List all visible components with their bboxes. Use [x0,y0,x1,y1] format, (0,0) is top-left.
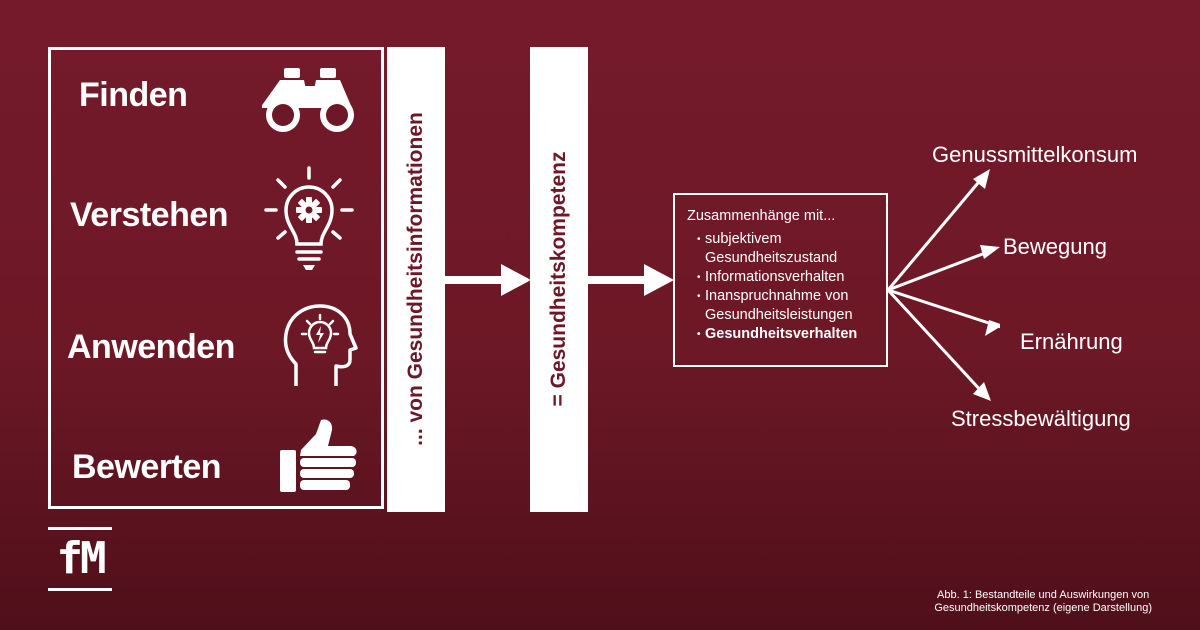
step-label-verstehen: Verstehen [70,196,229,234]
associations-item: subjektivem Gesundheitszustand [697,230,876,268]
associations-heading: Zusammenhänge mit... [687,208,836,224]
outcome-ernaehrung: Ernährung [1020,329,1123,354]
associations-list: subjektivem Gesundheitszustand Informati… [687,230,876,344]
associations-item: Informationsverhalten [697,268,876,287]
arrowhead-icon [973,382,991,401]
information-bar-label: ... von Gesundheitsinformationen [404,112,427,446]
outcome-stressbewaeltigung: Stressbewältigung [951,406,1131,431]
binoculars-icon [262,68,354,132]
outcome-bewegung: Bewegung [1003,234,1107,259]
figure-caption-line: Abb. 1: Bestandteile und Auswirkungen vo… [937,589,1150,601]
associations-item-highlighted: Gesundheitsverhalten [697,325,876,344]
arrowhead-icon [985,320,1000,336]
competence-bar-label: = Gesundheitskompetenz [547,151,570,407]
step-label-finden: Finden [79,76,188,114]
outcome-arrows [886,169,1000,401]
arrow-to-competence [445,264,531,296]
arrowhead-icon [973,169,990,189]
thumbs-up-icon [280,419,357,492]
step-label-bewerten: Bewerten [72,448,222,486]
associations-box: Zusammenhänge mit... subjektivem Gesundh… [673,193,888,367]
fm-logo: fM [48,527,112,591]
information-bar [387,47,445,512]
lightbulb-gear-icon [264,166,354,270]
step-label-anwenden: Anwenden [67,328,235,366]
figure-caption: Abb. 1: Bestandteile und Auswirkungen vo… [934,589,1152,615]
steps-frame [48,47,384,509]
fm-logo-text: fM [56,533,107,584]
arrow-to-associations [588,264,674,296]
head-lightbulb-icon [283,304,358,386]
competence-bar [530,47,588,512]
outcome-genussmittelkonsum: Genussmittelkonsum [932,142,1138,167]
figure-caption-line: Gesundheitskompetenz (eigene Darstellung… [934,602,1152,614]
associations-item: Inanspruchnahme von Gesundheitsleistunge… [697,287,876,325]
arrowhead-icon [980,245,1000,259]
